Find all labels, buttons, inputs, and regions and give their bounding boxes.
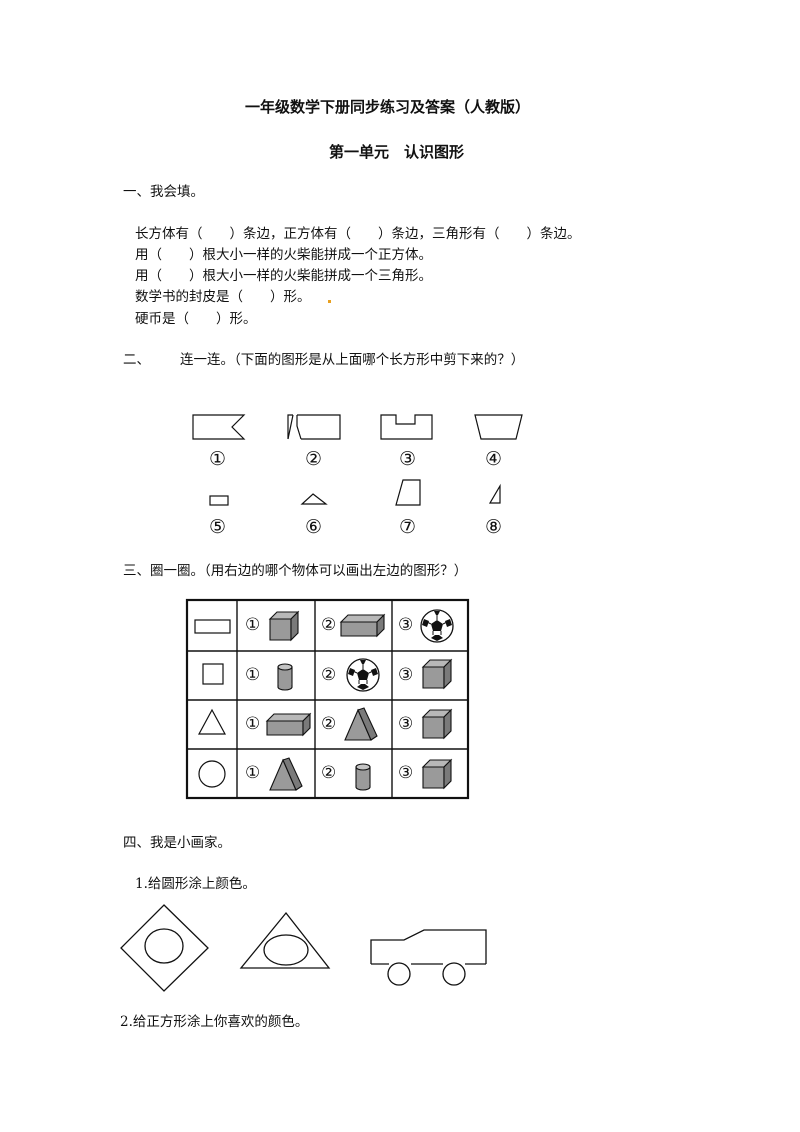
row2-square-shape [202,663,224,685]
row3-opt3-cube [422,709,452,739]
row3-opt1-cuboid [266,713,311,736]
task-2-instruction: 2.给正方形涂上你喜欢的颜色。 [120,1014,309,1030]
task-1-instruction: 1.给圆形涂上颜色。 [135,876,256,892]
piece-5-small-rectangle [209,495,229,506]
row3-triangle-shape [197,708,227,735]
row4-circle-shape [198,760,226,788]
label-circle-7: ⑦ [399,516,417,538]
row3-opt1-number: ① [245,714,261,734]
label-circle-6: ⑥ [305,516,323,538]
drawing-diamond-with-circle [120,904,209,992]
table-grid [185,598,470,800]
row4-opt2-cylinder [355,763,371,791]
piece-7-trapezoid [395,479,421,506]
fill-question-4: 数学书的封皮是（ ）形。 [135,289,311,305]
row1-opt3-number: ③ [398,615,414,635]
row3-opt2-number: ② [321,714,337,734]
row4-opt2-number: ② [321,763,337,783]
label-circle-5: ⑤ [209,516,227,538]
row4-opt3-number: ③ [398,763,414,783]
row4-opt3-cube [422,759,452,789]
row1-opt1-number: ① [245,615,261,635]
cut-shape-4-parallelogram [474,414,523,440]
unit-subtitle: 第一单元 认识图形 [329,143,465,161]
section-2-prefix: 二、 [123,352,150,368]
row1-rectangle-shape [194,619,231,634]
fill-question-2: 用（ ）根大小一样的火柴能拼成一个正方体。 [135,247,432,263]
row4-opt1-number: ① [245,763,261,783]
row2-opt3-cube [422,659,452,689]
row2-opt1-number: ① [245,665,261,685]
cut-shape-3-castle-rectangle [380,414,433,440]
piece-6-small-triangle [300,493,328,505]
label-circle-4: ④ [485,448,503,470]
fill-question-5: 硬币是（ ）形。 [135,311,257,327]
row2-opt2-number: ② [321,665,337,685]
drawing-triangle-with-circle [239,911,331,969]
row1-opt3-soccer-ball [420,609,454,643]
label-circle-3: ③ [399,448,417,470]
row3-opt3-number: ③ [398,714,414,734]
cut-shape-1-notched-rectangle [192,414,246,440]
section-1-heading: 一、我会填。 [123,184,204,200]
section-2-heading: 连一连。（下面的图形是从上面哪个长方形中剪下来的？） [180,352,525,368]
page-title: 一年级数学下册同步练习及答案（人教版） [245,98,531,116]
cut-shape-2-slanted-rectangle [287,414,341,440]
piece-8-right-triangle [488,483,501,504]
fill-question-3: 用（ ）根大小一样的火柴能拼成一个三角形。 [135,268,432,284]
row2-opt3-number: ③ [398,665,414,685]
label-circle-1: ① [209,448,227,470]
section-3-heading: 三、圈一圈。（用右边的哪个物体可以画出左边的图形？） [123,563,468,579]
drawing-car [370,929,487,986]
row2-opt1-cylinder [277,663,293,691]
row3-opt2-triangular-prism [344,707,378,741]
row1-opt2-cuboid [340,614,385,637]
row1-opt1-cube [269,611,299,641]
label-circle-2: ② [305,448,323,470]
section-4-heading: 四、我是小画家。 [123,835,231,851]
row2-opt2-soccer-ball [346,658,380,692]
fill-question-1: 长方体有（ ）条边，正方体有（ ）条边，三角形有（ ）条边。 [135,226,581,242]
orange-dot-mark [328,300,331,303]
label-circle-8: ⑧ [485,516,503,538]
row1-opt2-number: ② [321,615,337,635]
row4-opt1-triangular-prism [269,757,303,791]
